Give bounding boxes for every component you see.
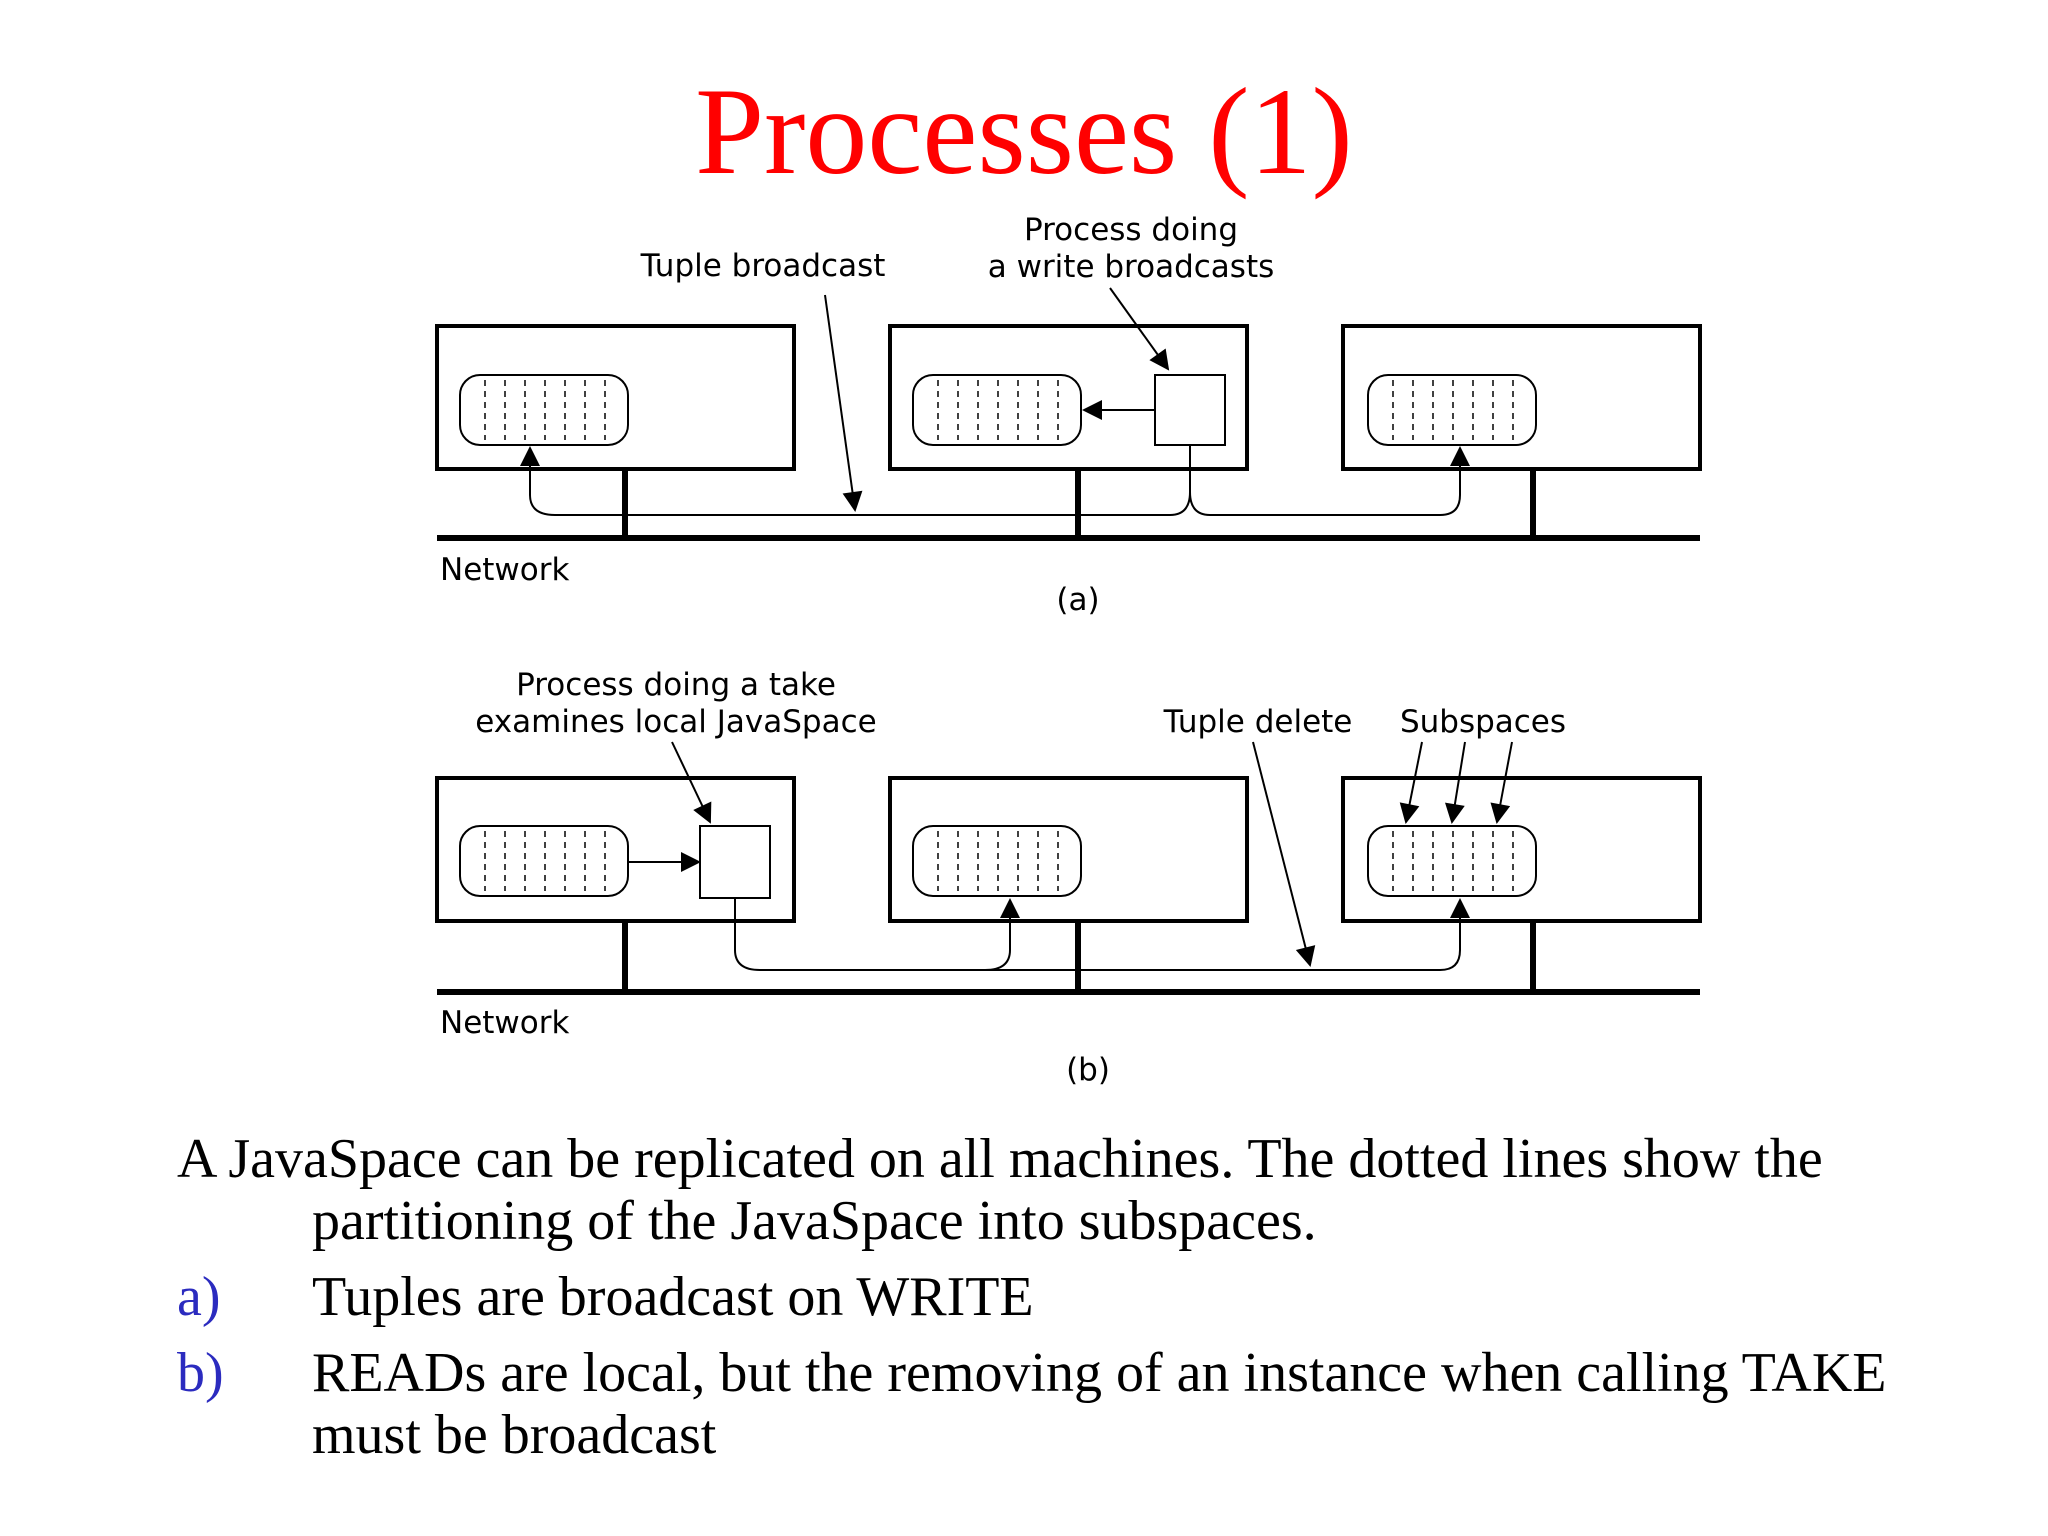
label-tuple-delete: Tuple delete xyxy=(1163,704,1353,740)
javaspace-a2 xyxy=(912,374,1082,446)
list-item-a: a) Tuples are broadcast on WRITE xyxy=(177,1266,1977,1328)
process-take-leader xyxy=(671,741,712,824)
process-take-box xyxy=(699,825,771,899)
body-paragraph: A JavaSpace can be replicated on all mac… xyxy=(177,1128,1823,1252)
label-process-write-2: a write broadcasts xyxy=(988,249,1275,285)
delete-path xyxy=(734,898,1470,971)
slide-title: Processes (1) xyxy=(695,63,1353,200)
javaspace-b1 xyxy=(459,825,629,897)
subspace-leader-1 xyxy=(1399,741,1423,824)
label-tuple-broadcast: Tuple broadcast xyxy=(640,248,886,284)
machine-a3 xyxy=(1341,324,1702,471)
label-network-a: Network xyxy=(440,552,569,588)
slide-body: A JavaSpace can be replicated on all mac… xyxy=(177,1128,1977,1480)
machine-b1 xyxy=(435,776,796,923)
caption-b: (b) xyxy=(1066,1052,1110,1088)
list-text-b: READs are local, but the removing of an … xyxy=(312,1342,1887,1466)
diagram-b: Process doing a take examines local Java… xyxy=(435,667,1702,1088)
label-network-b: Network xyxy=(440,1005,569,1041)
process-write-box xyxy=(1154,374,1226,446)
list-marker-a: a) xyxy=(177,1266,221,1328)
caption-a: (a) xyxy=(1056,582,1099,618)
machine-a1 xyxy=(435,324,796,471)
process-write-leader xyxy=(1109,287,1170,371)
list-text-a: Tuples are broadcast on WRITE xyxy=(312,1266,1034,1328)
javaspace-b3 xyxy=(1367,825,1537,897)
machine-b2 xyxy=(888,776,1249,923)
tuple-delete-leader xyxy=(1252,741,1316,967)
subspace-leader-2 xyxy=(1445,741,1466,824)
broadcast-path xyxy=(520,445,1191,516)
delete-branch xyxy=(984,898,1020,971)
subspace-leader-3 xyxy=(1490,741,1513,824)
label-subspaces: Subspaces xyxy=(1400,704,1566,740)
label-process-take-2: examines local JavaSpace xyxy=(475,704,876,740)
tuple-broadcast-leader xyxy=(824,294,863,512)
list-marker-b: b) xyxy=(177,1342,224,1404)
label-process-take-1: Process doing a take xyxy=(516,667,836,703)
machine-b3 xyxy=(1341,776,1702,923)
javaspace-a3 xyxy=(1367,374,1537,446)
javaspace-b2 xyxy=(912,825,1082,897)
label-process-write-1: Process doing xyxy=(1024,212,1238,248)
diagram-a: Tuple broadcast Process doing a write br… xyxy=(435,212,1702,618)
list-item-b: b) READs are local, but the removing of … xyxy=(177,1342,1977,1466)
javaspace-a1 xyxy=(459,374,629,446)
machine-a2 xyxy=(888,324,1249,471)
broadcast-branch xyxy=(1189,446,1470,516)
